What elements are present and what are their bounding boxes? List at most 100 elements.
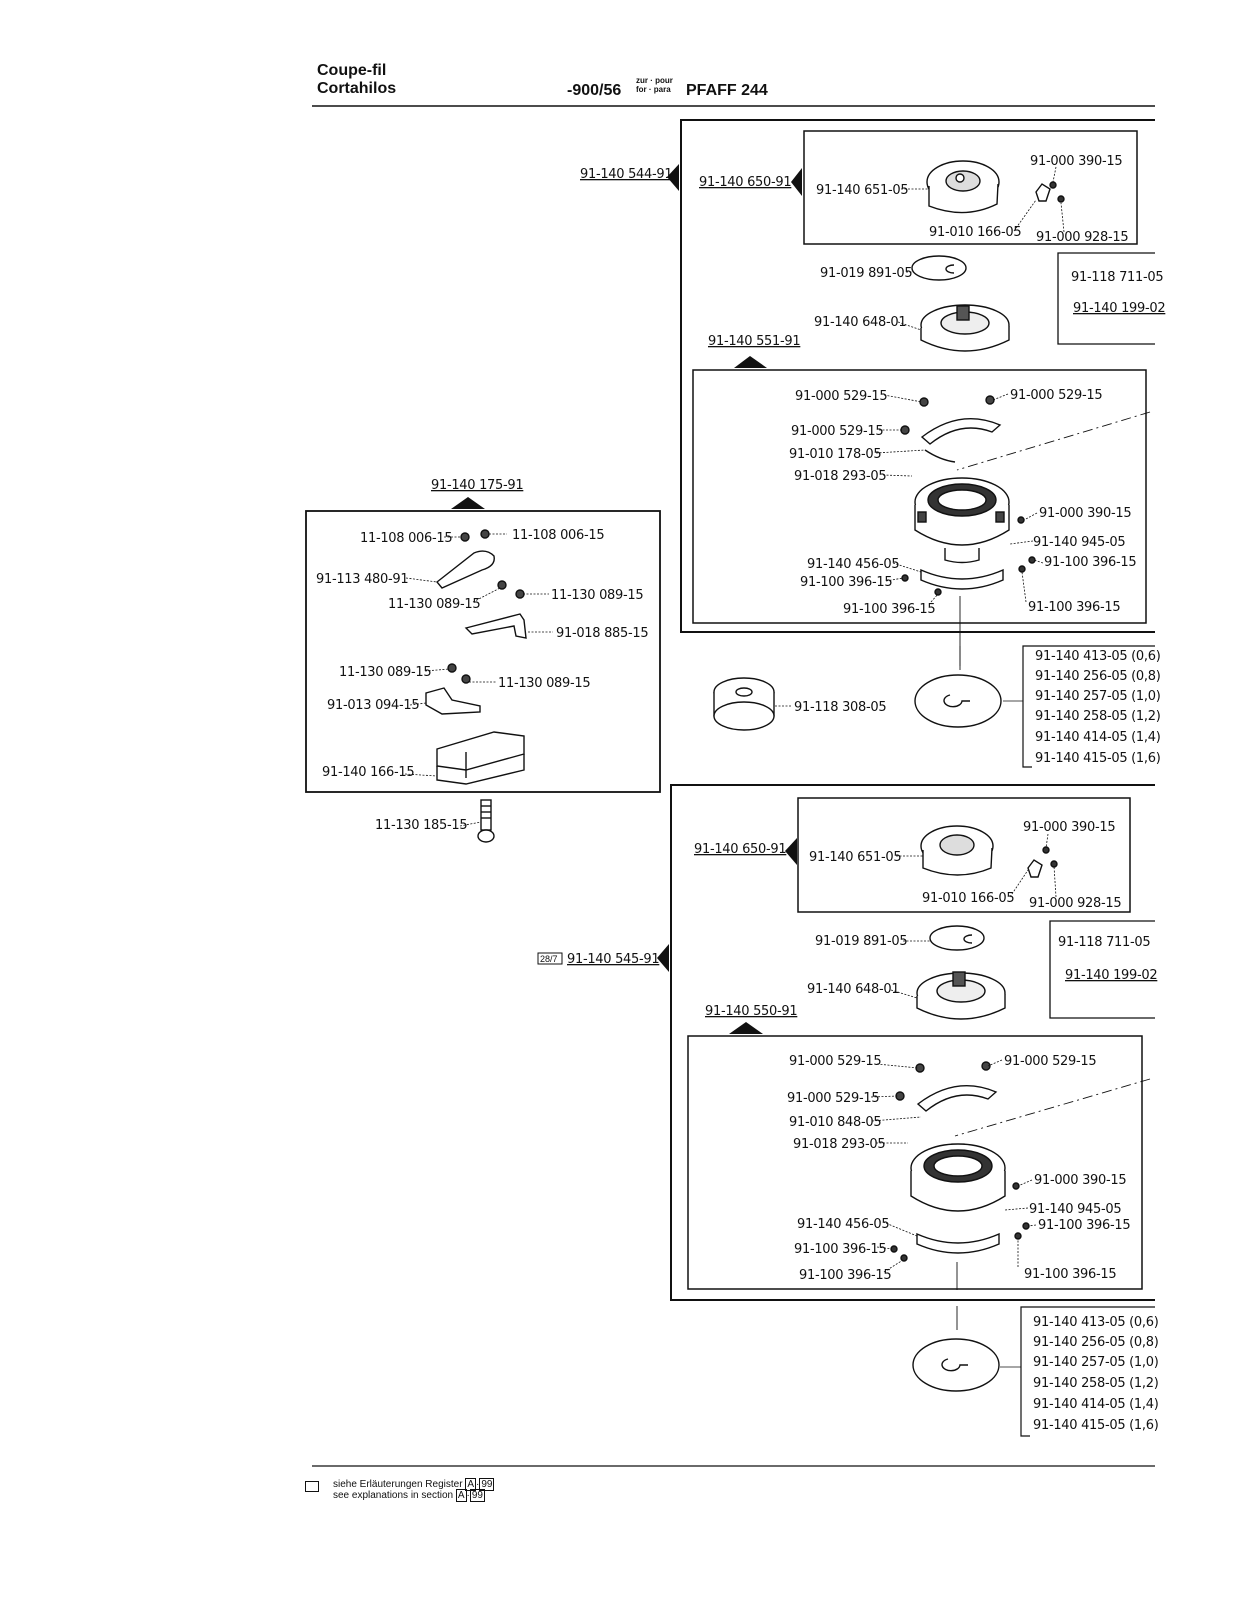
label-b-945: 91-140 945-05 (1029, 1202, 1121, 1217)
label-l-006b: 11-108 006-15 (512, 528, 604, 543)
label-b-main: 91-140 545-91 (567, 952, 659, 967)
label-b-529c: 91-000 529-15 (787, 1091, 879, 1106)
label-b-651: 91-140 651-05 (809, 850, 901, 865)
assembly-b-side-frame (1049, 920, 1155, 1019)
left-assembly-frame (305, 510, 661, 793)
label-b-711: 91-118 711-05 (1058, 935, 1150, 950)
label-b-648: 91-140 648-01 (807, 982, 899, 997)
plate-a-4: 91-140 258-05 (1,2) (1035, 709, 1160, 724)
label-b-sub: 91-140 650-91 (694, 842, 786, 857)
preposition-line1: zur · pour (636, 76, 673, 85)
pointer-a-hook (734, 356, 767, 368)
assembly-a-sub-frame (803, 130, 1138, 245)
plate-a-6: 91-140 415-05 (1,6) (1035, 751, 1160, 766)
plates-a-bracket (1022, 645, 1155, 768)
title-spanish: Cortahilos (317, 80, 397, 97)
label-l-main: 91-140 175-91 (431, 478, 523, 493)
plate-b-3: 91-140 257-05 (1,0) (1033, 1355, 1158, 1370)
bobbin-case-cover-b (920, 825, 994, 876)
label-a-529c: 91-000 529-15 (791, 424, 883, 439)
plate-a-5: 91-140 414-05 (1,4) (1035, 730, 1160, 745)
cutter-lever (436, 550, 495, 589)
assembly-b-frame (670, 784, 1155, 1301)
pointer-b-main (657, 944, 669, 972)
label-a-945: 91-140 945-05 (1033, 535, 1125, 550)
label-a-178: 91-010 178-05 (789, 447, 881, 462)
plate-b-5: 91-140 414-05 (1,4) (1033, 1397, 1158, 1412)
hook-body-b (910, 1143, 1006, 1212)
label-a-166: 91-010 166-05 (929, 225, 1021, 240)
legend-box-icon (305, 1481, 319, 1492)
assembly-b-sub-frame (797, 797, 1131, 913)
hook-basket-a (920, 304, 1010, 352)
label-a-390b: 91-000 390-15 (1039, 506, 1131, 521)
assembly-a-frame (680, 119, 1155, 633)
retainer-b (916, 1085, 998, 1112)
label-a-529b: 91-000 529-15 (1010, 388, 1102, 403)
assembly-b-hook-frame (687, 1035, 1143, 1290)
label-b-529a: 91-000 529-15 (789, 1054, 881, 1069)
ref-box-a: A (465, 1478, 476, 1491)
mounting-block (436, 731, 525, 785)
label-l-166: 91-140 166-15 (322, 765, 414, 780)
assembly-b-drawings (890, 825, 1058, 1392)
title-french: Coupe-fil (317, 62, 387, 79)
left-assembly-labels: 91-140 175-91 11-108 006-15 11-108 006-1… (316, 478, 649, 833)
assembly-a-drawings (713, 160, 1065, 731)
label-a-199: 91-140 199-02 (1073, 301, 1165, 316)
needle-plate-insert-b (912, 1338, 1000, 1392)
retainer-a (920, 418, 1002, 463)
hook-body-a (914, 477, 1010, 564)
screw-bottom (477, 799, 495, 843)
plate-b-2: 91-140 256-05 (0,8) (1033, 1335, 1158, 1350)
pointer-left (451, 497, 485, 509)
assembly-b-labels: 28/7 91-140 545-91 91-140 650-91 91-140 … (537, 820, 1159, 1433)
ref-box (537, 952, 563, 965)
spring-ring-b (929, 925, 985, 951)
footer-note: siehe Erläuterungen Register A·99 see ex… (333, 1478, 495, 1502)
label-b-396d: 91-100 396-15 (1024, 1267, 1116, 1282)
label-a-456: 91-140 456-05 (807, 557, 899, 572)
label-l-006a: 11-108 006-15 (360, 531, 452, 546)
pointer-a-main (667, 164, 679, 191)
label-a-891: 91-019 891-05 (820, 266, 912, 281)
ref-box-99: 99 (479, 1478, 495, 1491)
assembly-a-side-frame (1057, 252, 1155, 345)
pointer-a-sub (791, 168, 802, 196)
label-b-396c: 91-100 396-15 (799, 1268, 891, 1283)
label-l-885: 91-018 885-15 (556, 626, 648, 641)
label-bobbin: 91-118 308-05 (794, 700, 886, 715)
label-b-396a: 91-100 396-15 (1038, 1218, 1130, 1233)
label-a-651: 91-140 651-05 (816, 183, 908, 198)
label-b-293: 91-018 293-05 (793, 1137, 885, 1152)
label-b-928: 91-000 928-15 (1029, 896, 1121, 911)
axis-lines (954, 411, 1151, 1330)
assembly-a-labels: 91-140 544-91 91-140 650-91 91-140 651-0… (580, 154, 1166, 766)
model-code: -900/56 (567, 82, 622, 99)
pointer-b-sub (785, 838, 797, 865)
latch-spring-a (1035, 183, 1051, 202)
label-a-551: 91-140 551-91 (708, 334, 800, 349)
label-b-396b: 91-100 396-15 (794, 1242, 886, 1257)
ref-box-99-2: 99 (469, 1489, 485, 1502)
label-a-396d: 91-100 396-15 (1028, 600, 1120, 615)
plate-b-4: 91-140 258-05 (1,2) (1033, 1376, 1158, 1391)
gib-b (916, 1232, 1000, 1254)
label-l-089d: 11-130 089-15 (498, 676, 590, 691)
label-b-848: 91-010 848-05 (789, 1115, 881, 1130)
label-b-456: 91-140 456-05 (797, 1217, 889, 1232)
machine-name: PFAFF 244 (686, 82, 768, 99)
label-b-ref: 28/7 (540, 954, 558, 964)
label-a-928: 91-000 928-15 (1036, 230, 1128, 245)
gib-a (920, 568, 1004, 590)
bobbin (713, 677, 775, 731)
latch-spring-b (1027, 859, 1043, 878)
label-b-166: 91-010 166-05 (922, 891, 1014, 906)
thread-guide (425, 687, 481, 715)
ref-box-a-2: A (455, 1489, 467, 1502)
plate-a-2: 91-140 256-05 (0,8) (1035, 669, 1160, 684)
label-a-main: 91-140 544-91 (580, 167, 672, 182)
label-l-089a: 11-130 089-15 (388, 597, 480, 612)
pointer-b-hook (729, 1022, 763, 1034)
left-assembly-drawings (425, 529, 527, 843)
